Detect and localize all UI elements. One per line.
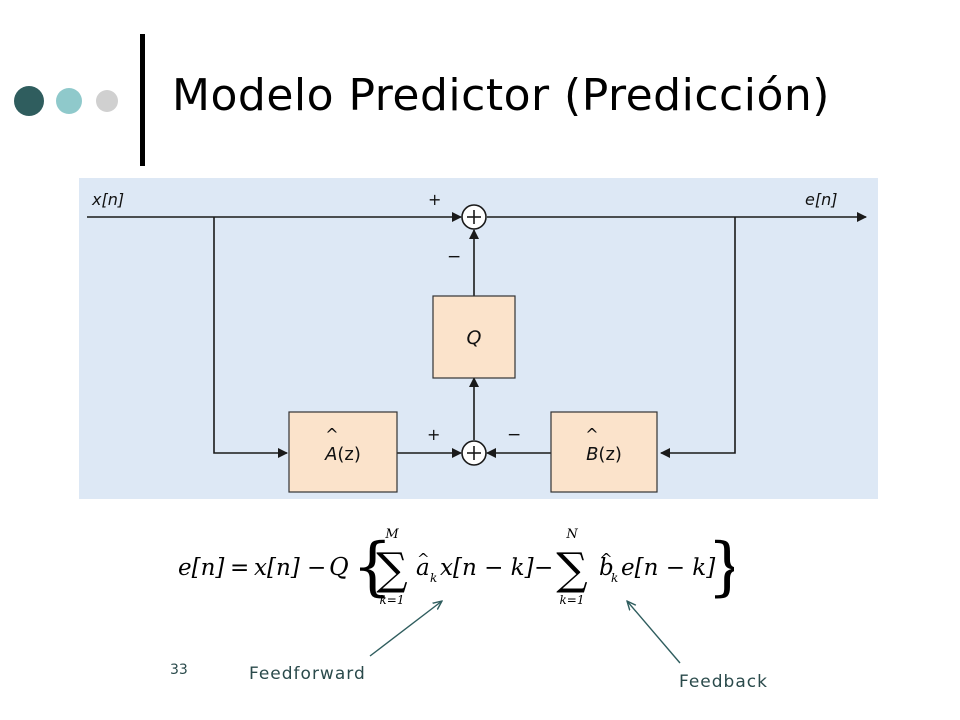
eq-x-term: x[n]: [254, 555, 300, 581]
slide-page-number: 33: [170, 662, 188, 678]
feedback-label: Feedback: [679, 672, 768, 692]
bottom-sum-minus-sign: −: [507, 425, 521, 445]
feedforward-label: Feedforward: [249, 664, 366, 684]
sum1-upper: M: [384, 527, 399, 542]
b-coef-letter: b: [599, 555, 614, 581]
sum2-lower: k=1: [560, 593, 585, 607]
sum2-sigma: ∑: [556, 544, 587, 595]
predictor-equation: e[n] = x[n] − Q { M ∑ k=1 ^ a k x[n − k]…: [178, 527, 734, 607]
a-block-hat: ^: [325, 425, 338, 444]
eq-q: Q: [329, 553, 349, 581]
eq-minus-1: −: [307, 555, 326, 581]
quantizer-block: [432, 295, 516, 379]
slide-title: Modelo Predictor (Predicción): [172, 70, 830, 121]
input-label: x[n]: [91, 190, 124, 209]
feedforward-branch-line: [213, 217, 288, 458]
b-block-hat: ^: [585, 425, 598, 444]
bullet-dot-dark: [14, 86, 44, 116]
b-coef-hat: ^: [600, 550, 613, 568]
bottom-sum-plus-sign: +: [427, 425, 440, 444]
sum1-lower: k=1: [380, 593, 405, 607]
quantizer-label: Q: [467, 327, 482, 349]
b-coef-sub: k: [611, 571, 618, 585]
a-predictor-block: [288, 411, 398, 493]
predictor-block-diagram: Q ^ A(z) ^ B(z) + − + − x[n] e[n]: [79, 178, 878, 499]
eq-equals: =: [230, 555, 249, 581]
top-sum-minus-sign: −: [447, 247, 461, 267]
eq-brace-open: {: [352, 530, 393, 604]
eq-lhs: e[n]: [178, 555, 224, 581]
bullet-dot-gray: [96, 90, 118, 112]
eq-e-delay: e[n − k]: [621, 555, 715, 581]
sum2-upper: N: [565, 527, 578, 542]
a-block-label: A(z): [324, 444, 361, 465]
title-divider: [140, 34, 145, 166]
feedback-branch-line: [660, 217, 736, 458]
b-predictor-block: [550, 411, 658, 493]
eq-brace-close: }: [707, 530, 734, 604]
a-coef-hat: ^: [417, 550, 430, 568]
output-label: e[n]: [805, 190, 837, 209]
bullet-dot-teal: [56, 88, 82, 114]
eq-x-delay: x[n − k]: [440, 555, 534, 581]
a-coef-letter: a: [416, 555, 430, 581]
a-coef-sub: k: [430, 571, 437, 585]
top-sum-plus-sign: +: [428, 190, 441, 209]
sum1-sigma: ∑: [376, 544, 407, 595]
b-block-label: B(z): [586, 444, 622, 465]
eq-minus-2: −: [534, 555, 553, 581]
